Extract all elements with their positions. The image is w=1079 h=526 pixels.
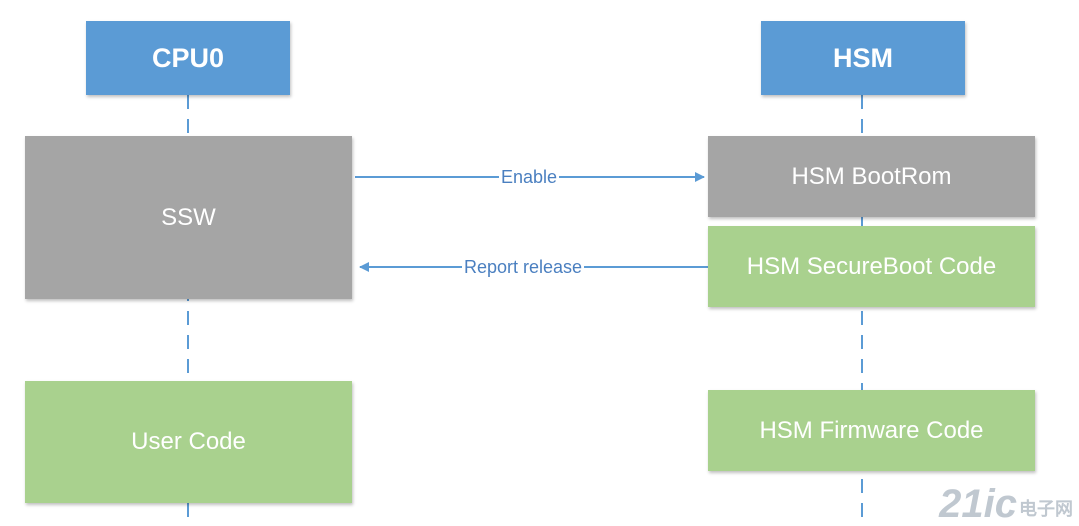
hsm-header-label: HSM <box>833 42 893 73</box>
ssw-block: SSW <box>25 136 352 299</box>
watermark-number: 21ic <box>939 482 1017 526</box>
hsm-firmware-label: HSM Firmware Code <box>759 416 984 444</box>
hsm-firmware-block: HSM Firmware Code <box>708 390 1035 471</box>
enable-label: Enable <box>499 167 560 187</box>
watermark-logo: 21ic 电子网 <box>939 484 1073 524</box>
user-code-block: User Code <box>25 381 352 503</box>
report-release-label: Report release <box>462 257 585 277</box>
cpu0-header-label: CPU0 <box>151 42 225 73</box>
cpu0-header: CPU0 <box>86 21 290 95</box>
ssw-label: SSW <box>161 203 216 231</box>
watermark-text: 电子网 <box>1019 499 1073 519</box>
hsm-bootrom-block: HSM BootRom <box>708 136 1035 217</box>
hsm-header: HSM <box>761 21 965 95</box>
hsm-secureboot-label: HSM SecureBoot Code <box>746 252 997 280</box>
user-code-label: User Code <box>131 428 246 455</box>
hsm-bootrom-label: HSM BootRom <box>791 162 952 190</box>
hsm-secureboot-block: HSM SecureBoot Code <box>708 226 1035 307</box>
